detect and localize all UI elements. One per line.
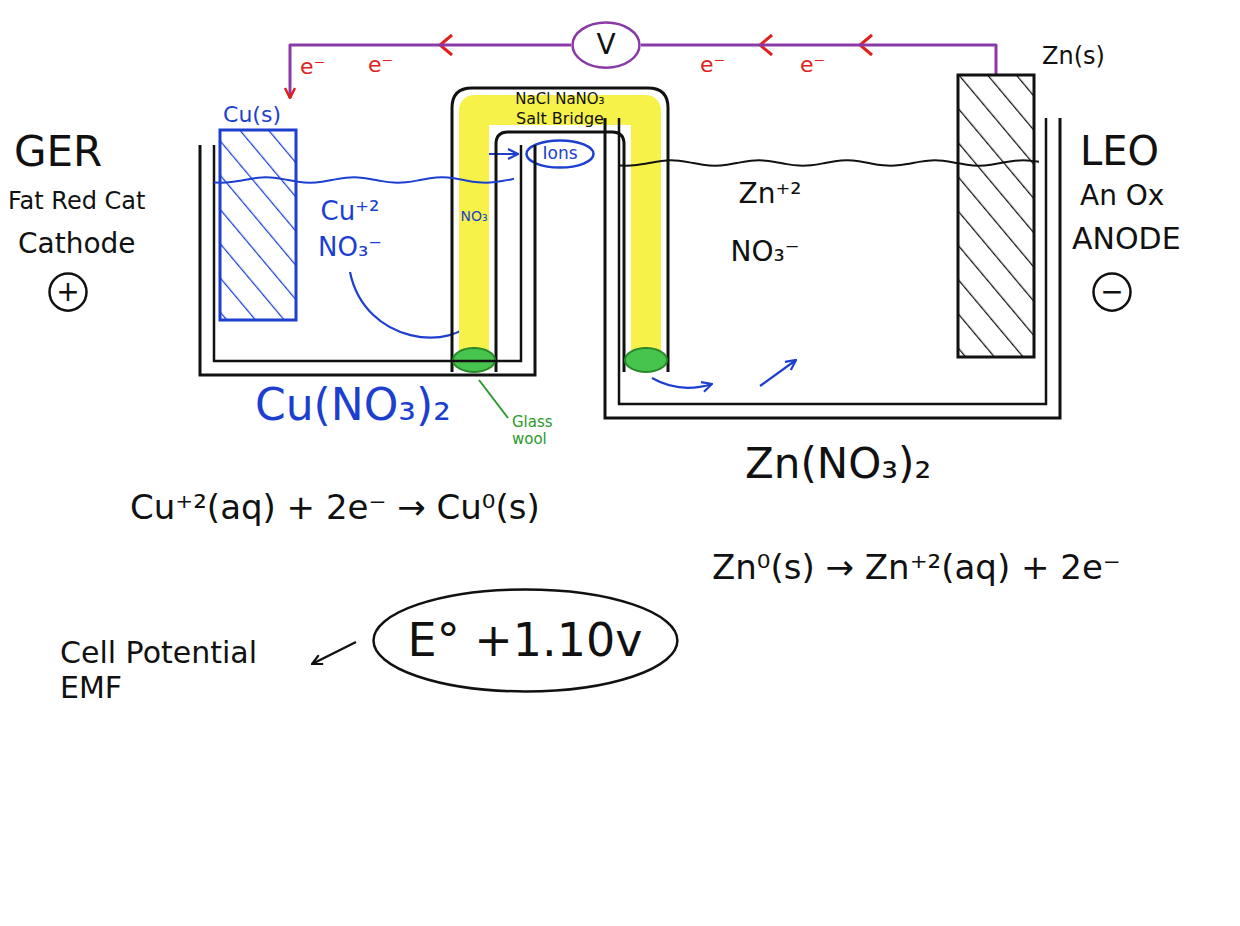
outline xyxy=(527,141,594,168)
node-text: Salt Bridge xyxy=(516,110,604,128)
node-text: − xyxy=(1100,276,1123,308)
node-text: Zn⁺² xyxy=(739,178,802,210)
leader-line xyxy=(479,380,508,418)
plus-sign-circle: + xyxy=(48,272,88,312)
node-text: Ions xyxy=(542,144,577,164)
text-holder: Ions xyxy=(542,144,577,164)
zinc-electrode: Zn(s) xyxy=(958,75,1034,357)
electrode-role: ANODE xyxy=(1072,222,1181,257)
node-text: Cu(s) xyxy=(223,102,281,127)
solution-formula: Cu(NO₃)₂ xyxy=(255,380,451,431)
electrode-bar xyxy=(220,130,296,320)
node-text: Zn(s) xyxy=(1042,43,1105,71)
salt-bridge: Ions NaCl NaNO₃ Salt BridgeNO₃ xyxy=(452,88,668,372)
electron-label: e⁻ xyxy=(300,54,325,79)
electron-label: e⁻ xyxy=(700,52,725,77)
anode-beaker: Zn(s)Zn⁺²NO₃⁻ xyxy=(605,118,1060,418)
solution-formula: Cu(NO₃)₂ xyxy=(255,380,451,431)
half-reaction: Cu⁺²(aq) + 2e⁻ → Cu⁰(s) xyxy=(130,488,540,527)
node-text: E° +1.10v xyxy=(408,614,643,667)
half-reaction: Zn⁰(s) → Zn⁺²(aq) + 2e⁻ xyxy=(712,548,1121,587)
node-text: Cu⁺² xyxy=(321,197,380,227)
electron-label: e⁻ xyxy=(800,52,825,77)
mnemonic: LEO xyxy=(1080,128,1159,174)
mnemonic: GER xyxy=(14,128,102,176)
cell-potential-oval: E° +1.10v xyxy=(372,588,679,693)
glass-wool-plug xyxy=(625,348,667,372)
electrode-bar xyxy=(958,75,1034,357)
mnemonic: GER xyxy=(14,128,102,176)
text-holder: Zn(s) xyxy=(1042,43,1105,71)
note: Cell Potential EMF xyxy=(60,636,325,705)
node-text: NO₃ xyxy=(460,208,487,224)
node-text: V xyxy=(596,29,615,61)
node-shape xyxy=(958,75,1034,357)
outline xyxy=(373,589,677,691)
node-shape xyxy=(452,88,668,372)
note: Cell Potential EMF xyxy=(60,636,325,705)
outline xyxy=(50,273,87,310)
node-text: + xyxy=(56,276,79,308)
copper-electrode: Cu(s) xyxy=(212,98,304,320)
leader-arrow xyxy=(312,642,356,664)
node-shape xyxy=(212,98,304,320)
glass-wool-note: Glass wool xyxy=(512,414,562,449)
outline xyxy=(1094,273,1131,310)
text-holder: NO₃⁻ xyxy=(318,233,382,263)
glass-wool-note: Glass wool xyxy=(512,414,562,449)
electrode-role: Cathode xyxy=(18,228,136,260)
electron-label: e⁻ xyxy=(368,52,393,77)
electron-label: e⁻ xyxy=(368,52,393,77)
minus-sign-circle: − xyxy=(1092,272,1132,312)
text-holder: Cu(s) xyxy=(223,102,281,127)
electron-label: e⁻ xyxy=(800,52,825,77)
half-reaction: Cu⁺²(aq) + 2e⁻ → Cu⁰(s) xyxy=(130,488,540,527)
electrode-role: Cathode xyxy=(18,228,136,260)
text-holder: NaCl NaNO₃ xyxy=(515,91,604,108)
mnemonic: An Ox xyxy=(1080,180,1164,212)
text-holder: E° +1.10v xyxy=(408,614,643,667)
text-holder: + xyxy=(56,276,79,308)
voltmeter: V xyxy=(571,21,641,69)
text-holder: NO₃ xyxy=(460,208,487,224)
text-holder: NO₃⁻ xyxy=(731,236,800,268)
solution-formula: Zn(NO₃)₂ xyxy=(745,440,931,488)
electrode-role: ANODE xyxy=(1072,222,1181,257)
cathode-beaker: Cu(s)Cu⁺²NO₃⁻ xyxy=(200,145,535,375)
node-text: NaCl NaNO₃ xyxy=(515,91,604,108)
half-reaction: Zn⁰(s) → Zn⁺²(aq) + 2e⁻ xyxy=(712,548,1121,587)
outline xyxy=(573,22,640,67)
text-holder: − xyxy=(1100,276,1123,308)
ion-flow-arrow xyxy=(652,378,712,388)
bridge-tube xyxy=(452,88,668,372)
electron-label: e⁻ xyxy=(300,54,325,79)
mnemonic: Fat Red Cat xyxy=(8,188,145,216)
node-text: NO₃⁻ xyxy=(731,236,800,268)
text-holder: Cu⁺² xyxy=(321,197,380,227)
ion-flow-arrow xyxy=(760,360,796,386)
electron-label: e⁻ xyxy=(700,52,725,77)
mnemonic: Fat Red Cat xyxy=(8,188,145,216)
text-holder: Zn⁺² xyxy=(739,178,802,210)
mnemonic: An Ox xyxy=(1080,180,1164,212)
text-holder: Salt Bridge xyxy=(516,110,604,128)
mnemonic: LEO xyxy=(1080,128,1159,174)
solution-formula: Zn(NO₃)₂ xyxy=(745,440,931,488)
text-holder: V xyxy=(596,29,615,61)
node-text: NO₃⁻ xyxy=(318,233,382,263)
